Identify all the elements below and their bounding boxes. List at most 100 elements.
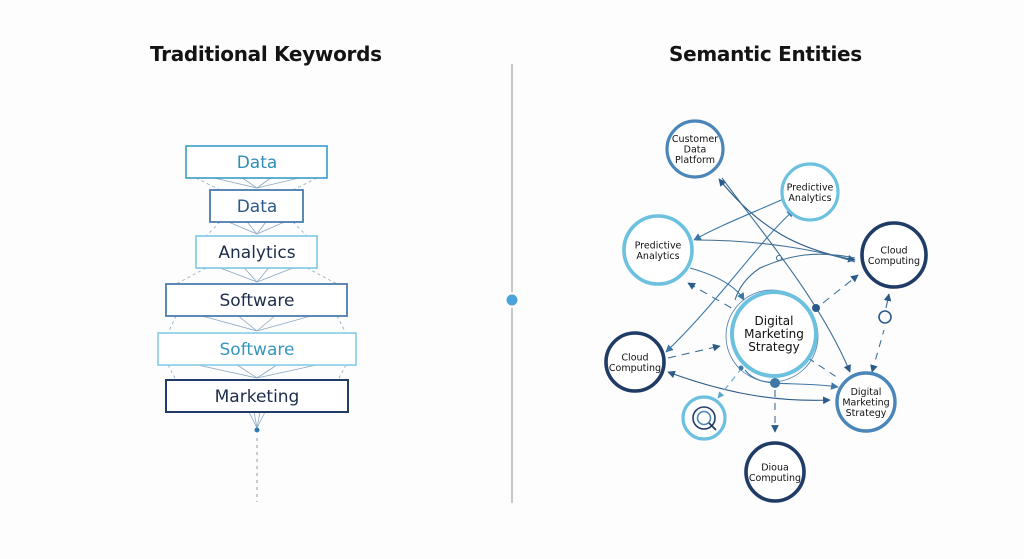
keyword-connector-dashed	[205, 221, 221, 237]
entity-circle	[604, 331, 666, 393]
entity-label: Platform	[675, 155, 715, 166]
keyword-connector	[256, 364, 278, 379]
keyword-box-border	[165, 379, 349, 413]
entity-label: Dioua	[761, 462, 789, 473]
keyword-connector	[256, 364, 317, 379]
keyword-box: Marketing	[165, 379, 349, 413]
keyword-box: Data	[185, 145, 328, 179]
keyword-label: Analytics	[218, 243, 295, 263]
keyword-box: Data	[209, 189, 304, 223]
keyword-box-border	[209, 189, 304, 223]
keyword-connector-dashed	[167, 315, 177, 334]
entity-circle	[744, 441, 806, 503]
entity-circle	[780, 162, 840, 222]
entity-label: Computing	[868, 256, 920, 267]
entity-label: Digital	[851, 387, 882, 398]
keyword-stack: DataDataAnalyticsSoftwareSoftwareMarketi…	[157, 145, 357, 413]
edge-dms-dms2-dashed	[807, 357, 839, 379]
keyword-connector	[238, 315, 258, 332]
edge-junction	[775, 254, 783, 262]
edge-cc1-pa1	[665, 209, 795, 353]
keyword-connector	[214, 177, 258, 189]
entity-outer-ring	[725, 289, 819, 383]
keyword-connector	[256, 221, 267, 235]
keyword-connector	[256, 411, 261, 429]
keyword-box-border	[185, 145, 328, 179]
keyword-connector	[244, 267, 258, 283]
edge-cc1-dms2	[667, 370, 831, 405]
entity-label: Digital	[755, 314, 794, 328]
keyword-label: Software	[220, 291, 295, 311]
entity-label: Data	[684, 145, 707, 156]
keyword-connector-dashed	[167, 364, 177, 381]
entity-circle	[860, 221, 928, 289]
keyword-box: Software	[165, 283, 348, 317]
edge-hollow-to-cloud	[883, 293, 892, 309]
keyword-connector-dashed	[175, 267, 207, 285]
keyword-connector	[256, 315, 311, 332]
edge-dms-cloud-dashed	[822, 274, 859, 304]
entity-label: Computing	[609, 363, 661, 374]
keyword-label: Marketing	[215, 387, 300, 407]
entity-circle	[681, 395, 727, 441]
keyword-connector	[256, 221, 285, 235]
keyword-connector	[253, 411, 258, 429]
keyword-box: Software	[157, 332, 357, 366]
keyword-connectors	[167, 177, 347, 429]
keyword-label: Data	[237, 197, 278, 217]
keyword-connector-dashed	[337, 364, 347, 381]
keyword-connector	[256, 267, 293, 283]
entity-edges	[665, 177, 892, 433]
keyword-connector	[202, 315, 258, 332]
entity-circle	[835, 371, 897, 433]
entity-label: Customer	[672, 134, 718, 145]
semantic-entities-title: Semantic Entities	[669, 42, 862, 66]
edge-pa-pa	[693, 195, 791, 241]
entity-label: Predictive	[635, 240, 682, 251]
keyword-box-border	[157, 332, 357, 366]
keyword-connector-dashed	[306, 267, 338, 285]
keyword-connector	[228, 221, 258, 235]
keyword-box-border	[195, 235, 318, 269]
keyword-connector	[248, 411, 258, 429]
keyword-connector	[256, 315, 275, 332]
keyword-connector	[256, 411, 266, 429]
entity-label: Strategy	[748, 340, 799, 354]
entity-label: Predictive	[787, 182, 834, 193]
entity-label: Cloud	[621, 352, 648, 363]
keyword-label: Data	[237, 153, 278, 173]
keyword-box: Analytics	[195, 235, 318, 269]
keyword-connector	[197, 364, 258, 379]
entity-label: Marketing	[744, 327, 804, 341]
entity-nodes: CustomerDataPlatformPredictiveAnalyticsP…	[604, 119, 928, 503]
entity-label: Computing	[749, 473, 801, 484]
keyword-connector	[242, 177, 258, 189]
keyword-connector	[256, 177, 299, 189]
edge-pa2-dms-dashed	[687, 282, 736, 311]
keyword-box-border	[165, 283, 348, 317]
search-icon	[692, 406, 717, 431]
entity-node-search	[681, 395, 727, 441]
entity-label: Analytics	[788, 193, 831, 204]
edge-cc1-dms-dashed	[667, 343, 721, 359]
keyword-connector	[256, 177, 271, 189]
keyword-end-dot	[254, 427, 260, 433]
edge-dms-search-dashed	[717, 367, 743, 399]
keyword-connector	[236, 364, 258, 379]
keyword-connector-dashed	[292, 177, 318, 191]
keyword-connector-dashed	[292, 221, 308, 237]
keyword-connector-dashed	[336, 315, 347, 334]
entity-circle	[665, 119, 725, 179]
edge-dot	[812, 304, 820, 312]
edge-cloud-dms	[734, 253, 856, 301]
keyword-connector-dashed	[195, 177, 221, 191]
